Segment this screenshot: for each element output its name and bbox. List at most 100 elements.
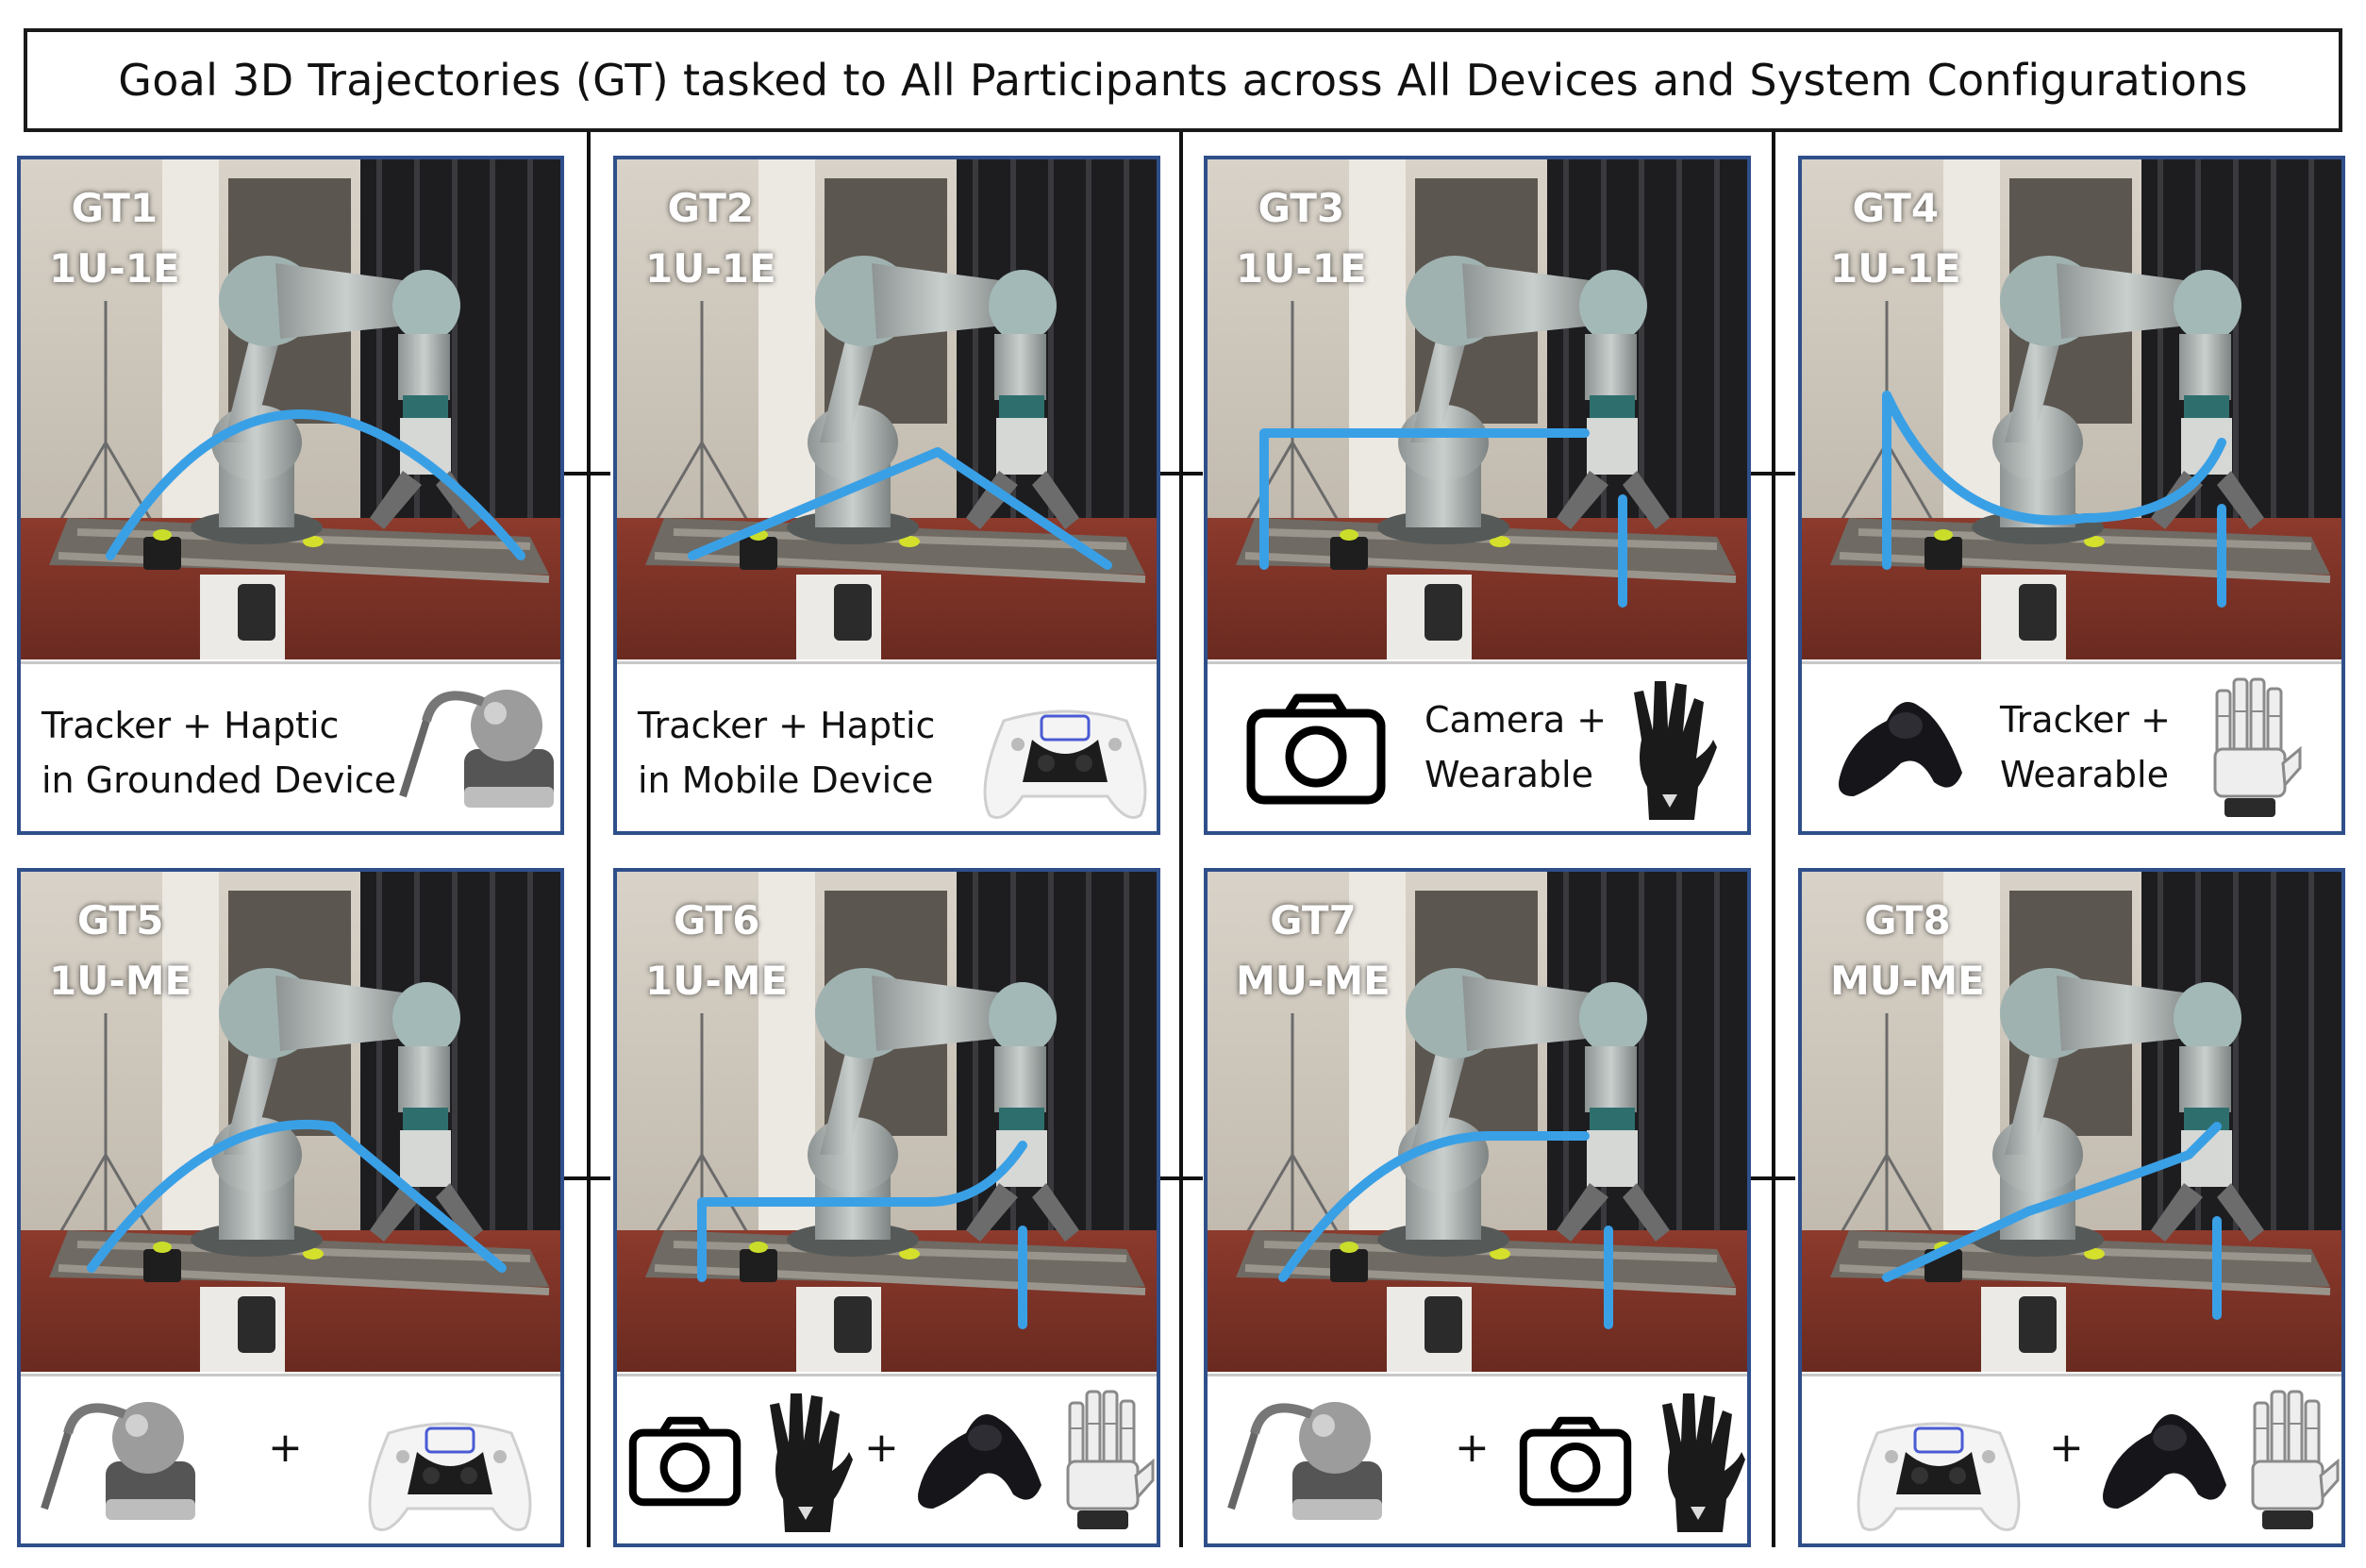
trajectory-segment [688, 447, 1112, 570]
glove-icon [1651, 1386, 1745, 1542]
goal-trajectory [106, 409, 525, 560]
robot-photo [1802, 872, 2341, 1372]
goal-trajectory [1259, 428, 1627, 608]
column-divider-2 [1179, 132, 1183, 1547]
gt-label: GT5 1U-ME [49, 891, 192, 1011]
gt-id: GT1 [71, 185, 158, 231]
gt-label: GT2 1U-1E [645, 178, 776, 299]
caption-line-1: Tracker + Haptic [638, 705, 936, 746]
robot-photo [21, 159, 560, 659]
trajectory-segment [106, 409, 525, 560]
camera-icon [1519, 1416, 1632, 1511]
plus-sign: + [1455, 1424, 1490, 1472]
device-caption: Camera + Wearable [1208, 661, 1747, 831]
glove-icon [1623, 674, 1717, 829]
caption-text: Camera + Wearable [1425, 692, 1607, 802]
gt-config: MU-ME [1236, 958, 1391, 1004]
gt-config: 1U-1E [645, 245, 776, 292]
row-connector-1b [1156, 472, 1203, 475]
gt-label: GT1 1U-1E [49, 178, 180, 299]
device-caption: + [21, 1374, 560, 1543]
gt-id: GT6 [673, 897, 760, 943]
figure-title-box: Goal 3D Trajectories (GT) tasked to All … [24, 28, 2342, 132]
device-caption: Tracker + Haptic in Mobile Device [617, 661, 1157, 831]
robot-photo [1208, 872, 1747, 1372]
trajectory-segment [87, 1119, 507, 1273]
haptic-device-icon [40, 1386, 200, 1532]
plus-sign: + [864, 1424, 899, 1472]
gt-id: GT5 [76, 897, 164, 943]
robot-photo [1208, 159, 1747, 659]
game-controller-icon [1849, 1395, 2028, 1542]
camera-icon [628, 1416, 741, 1511]
haptic-device-icon [398, 674, 558, 820]
gt-id: GT8 [1864, 897, 1951, 943]
panel-gt4: GT4 1U-1E Tracker + Wearable [1798, 156, 2345, 835]
caption-line-2: in Mobile Device [638, 759, 934, 801]
caption-line-2: in Grounded Device [42, 759, 397, 801]
gt-id: GT2 [667, 185, 755, 231]
panel-gt5: GT5 1U-ME + [17, 868, 564, 1547]
trajectory-segment [1278, 1131, 1590, 1282]
trajectory-segment [1259, 428, 1590, 570]
glove-icon [758, 1386, 853, 1542]
plus-sign: + [268, 1424, 303, 1472]
device-caption: + [617, 1374, 1157, 1543]
device-caption: Tracker + Wearable [1802, 661, 2341, 831]
caption-line-2: Wearable [2000, 754, 2169, 795]
device-caption: + [1802, 1374, 2341, 1543]
exoskeleton-glove-icon [2208, 674, 2302, 829]
gt-id: GT7 [1270, 897, 1357, 943]
goal-trajectory [87, 1119, 507, 1273]
caption-line-1: Tracker + Haptic [42, 705, 340, 746]
goal-trajectory [688, 447, 1112, 570]
robot-photo [617, 872, 1157, 1372]
gt-config: 1U-ME [49, 958, 192, 1004]
panel-gt1: GT1 1U-1E Tracker + Haptic in Grounded Dev… [17, 156, 564, 835]
column-divider-3 [1772, 132, 1775, 1547]
camera-icon [1245, 692, 1387, 810]
gt-label: GT6 1U-ME [645, 891, 788, 1011]
goal-trajectory [1882, 391, 2226, 608]
gt-id: GT4 [1852, 185, 1940, 231]
robot-photo [21, 872, 560, 1372]
plus-sign: + [2049, 1424, 2084, 1472]
goal-trajectory [697, 1141, 1027, 1329]
trajectory-segment [1882, 391, 2226, 570]
device-caption: Tracker + Haptic in Grounded Device [21, 661, 560, 831]
column-divider-1 [587, 132, 591, 1547]
row-connector-1c [1748, 472, 1795, 475]
gt-config: 1U-1E [1830, 245, 1961, 292]
row-connector-2a [563, 1176, 610, 1180]
vr-tracker-icon [2094, 1395, 2236, 1523]
exoskeleton-glove-icon [2245, 1386, 2340, 1542]
game-controller-icon [360, 1395, 540, 1542]
caption-text: Tracker + Haptic in Grounded Device [42, 698, 396, 808]
caption-text: Tracker + Wearable [2000, 692, 2171, 802]
panel-gt6: GT6 1U-ME + [613, 868, 1160, 1547]
row-connector-2b [1156, 1176, 1203, 1180]
vr-tracker-icon [1830, 683, 1972, 810]
exoskeleton-glove-icon [1060, 1386, 1155, 1542]
row-connector-1a [563, 472, 610, 475]
gt-config: 1U-1E [49, 245, 180, 292]
trajectory-segment [697, 1141, 1027, 1282]
panel-gt2: GT2 1U-1E Tracker + Haptic in Mobile Devic… [613, 156, 1160, 835]
caption-text: Tracker + Haptic in Mobile Device [638, 698, 935, 808]
caption-line-1: Camera + [1425, 699, 1608, 741]
figure-title: Goal 3D Trajectories (GT) tasked to All … [118, 55, 2248, 106]
caption-line-2: Wearable [1425, 754, 1593, 795]
gt-id: GT3 [1258, 185, 1345, 231]
row-connector-2c [1748, 1176, 1795, 1180]
goal-trajectory [1278, 1131, 1613, 1329]
goal-trajectory [1882, 1122, 2222, 1320]
gt-config: 1U-ME [645, 958, 789, 1004]
caption-line-1: Tracker + [2000, 699, 2172, 741]
robot-photo [1802, 159, 2341, 659]
haptic-device-icon [1226, 1386, 1387, 1532]
robot-photo [617, 159, 1157, 659]
